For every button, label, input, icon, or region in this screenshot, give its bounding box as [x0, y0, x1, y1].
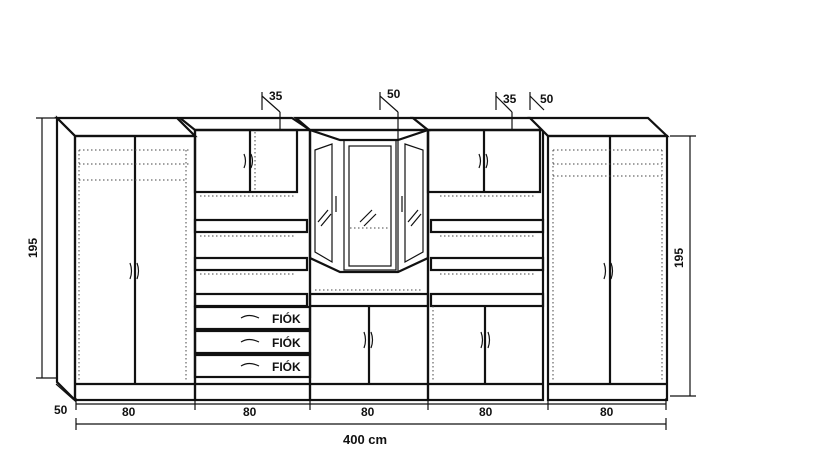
drawer-handle-icon [240, 314, 260, 319]
shelf-section-right [409, 116, 546, 402]
door-handle-icon [603, 262, 614, 280]
top-depth-label-2: 50 [387, 87, 401, 101]
glass-reflection-icon [317, 209, 422, 227]
width-label-2: 80 [243, 405, 257, 419]
total-width-label: 400 cm [343, 432, 387, 447]
shelf-section-left: FIÓK FIÓK FIÓK [176, 116, 314, 402]
height-label-left: 195 [26, 238, 40, 258]
width-label-4: 80 [479, 405, 493, 419]
width-label-3: 80 [361, 405, 375, 419]
width-label-5: 80 [600, 405, 614, 419]
vitrine-section [293, 116, 432, 402]
door-handle-icon [363, 331, 374, 349]
top-depth-label-4: 50 [540, 92, 554, 106]
left-wardrobe [54, 115, 198, 403]
door-handle-icon [478, 153, 489, 169]
drawer-label-1: FIÓK [272, 311, 301, 326]
top-depth-label-1: 35 [269, 89, 283, 103]
drawer-label-3: FIÓK [272, 359, 301, 374]
height-label-right: 195 [672, 248, 686, 268]
dimension-lines: 195 195 50 80 80 80 80 80 400 cm 35 [26, 87, 696, 447]
depth-label: 50 [54, 403, 68, 417]
door-handle-icon [480, 331, 491, 349]
top-depth-label-3: 35 [503, 92, 517, 106]
right-wardrobe [527, 116, 670, 402]
width-label-1: 80 [122, 405, 136, 419]
drawer-handle-icon [240, 362, 260, 367]
door-handle-icon [243, 153, 254, 169]
drawer-label-2: FIÓK [272, 335, 301, 350]
door-handle-icon [129, 262, 140, 280]
drawer-handle-icon [240, 338, 260, 343]
